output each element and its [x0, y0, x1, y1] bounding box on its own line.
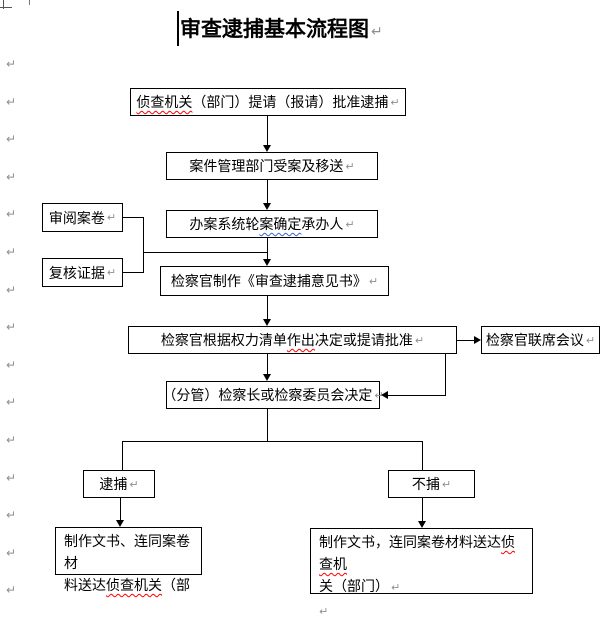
connector-branch-to-noarrest — [422, 441, 423, 470]
paragraph-mark-icon: ↵ — [6, 132, 17, 147]
paragraph-mark-icon: ↵ — [6, 169, 17, 184]
connector-bracket-to-mainflow — [143, 252, 267, 253]
connector-elbow-vertical — [445, 354, 446, 395]
page-corner-mark — [3, 0, 4, 9]
connector-casemgmt-to-assignment — [267, 180, 268, 204]
page-title: 审查逮捕基本流程图↵ — [180, 13, 383, 43]
node-label: （分管）检察长或检察委员会决定 — [162, 387, 373, 403]
node-label: 不捕 — [411, 476, 440, 492]
node-label: 决定或提请批准 — [314, 332, 413, 348]
connector-decision-to-chief — [267, 354, 268, 375]
arrowhead-down-icon — [263, 259, 271, 266]
flow-node-draft-opinion[interactable]: 检察官制作《审查逮捕意见书》↵ — [160, 266, 389, 296]
connector-decision-to-meeting — [457, 340, 476, 341]
paragraph-mark-icon: ↵ — [106, 212, 117, 224]
node-label: 办案系统轮 — [189, 216, 260, 232]
paragraph-mark-icon: ↵ — [368, 275, 379, 288]
arrowhead-left-icon — [381, 390, 388, 399]
node-label: （部门）提请（报请）批准逮捕 — [192, 94, 389, 110]
node-label: 承办人 — [301, 216, 344, 232]
node-label: 检察官根据权力清单 — [160, 332, 287, 348]
misspelled-text: 侦查机关 — [136, 94, 193, 110]
paragraph-mark-icon: ↵ — [345, 218, 355, 231]
node-label: 检察官制作《审查逮捕意见书》 — [170, 273, 367, 289]
flow-node-chief-decision[interactable]: （分管）检察长或检察委员会决定↵ — [162, 381, 384, 409]
paragraph-mark-icon: ↵ — [6, 357, 17, 372]
paragraph-mark-icon: ↵ — [390, 96, 400, 109]
paragraph-mark-icon: ↵ — [6, 320, 17, 335]
connector-assignment-to-opinion — [267, 238, 268, 260]
node-label: （部 — [162, 577, 190, 593]
paragraph-mark-icon: ↵ — [371, 23, 383, 39]
grammar-flagged-text: 案确定 — [259, 216, 302, 232]
paragraph-mark-icon: ↵ — [6, 244, 17, 259]
paragraph-mark-icon: ↵ — [6, 57, 17, 71]
flow-node-review-file[interactable]: 审阅案卷↵ — [42, 203, 123, 232]
paragraph-mark-icon: ↵ — [6, 395, 17, 410]
connector-chief-to-branch — [267, 409, 268, 441]
paragraph-mark-icon: ↵ — [6, 545, 17, 560]
node-label: 审阅案卷 — [48, 209, 105, 226]
flow-node-deliver-noarrest-docs[interactable]: 制作文书，连同案卷材料送达侦查机 关（部门）↵ ↵ — [310, 528, 533, 618]
node-label: 复核证据 — [48, 264, 105, 281]
paragraph-mark-icon: ↵ — [6, 282, 17, 297]
connector-request-to-casemgmt — [267, 116, 268, 146]
paragraph-mark-icon: ↵ — [6, 508, 17, 523]
page-title-text: 审查逮捕基本流程图 — [180, 18, 369, 41]
node-label: 制作文书、连同案卷材 — [64, 533, 190, 571]
connector-branch-to-arrest — [122, 441, 123, 470]
flow-node-arrest[interactable]: 逮捕↵ — [83, 470, 155, 498]
flow-node-joint-meeting[interactable]: 检察官联席会议↵ — [481, 326, 600, 354]
flow-node-case-assignment[interactable]: 办案系统轮案确定承办人↵ — [166, 210, 378, 238]
paragraph-mark-icon: ↵ — [345, 160, 355, 173]
arrowhead-down-icon — [418, 521, 426, 528]
page-corner-mark — [29, 0, 30, 5]
paragraph-mark-icon: ↵ — [6, 583, 17, 598]
misspelled-text: 侦查机关 — [106, 577, 162, 593]
margin-paragraph-marks: ↵ ↵ ↵ ↵ ↵ ↵ ↵ ↵ ↵ ↵ ↵ ↵ ↵ ↵ ↵ — [6, 46, 22, 610]
connector-branch-horizontal — [122, 441, 422, 442]
flow-node-verify-evidence[interactable]: 复核证据↵ — [42, 258, 123, 287]
paragraph-mark-icon: ↵ — [6, 94, 17, 109]
arrowhead-down-icon — [116, 520, 124, 527]
arrowhead-down-icon — [263, 145, 271, 152]
node-label: 料送达 — [64, 577, 106, 593]
arrowhead-down-icon — [263, 319, 271, 326]
node-label: 制作文书，连同案卷材料送达 — [319, 534, 501, 550]
text-cursor — [177, 11, 179, 46]
flow-node-no-arrest[interactable]: 不捕↵ — [388, 470, 475, 498]
misspelled-text: 侦查机 — [319, 534, 515, 572]
paragraph-mark-icon: ↵ — [585, 334, 596, 347]
flow-node-request-arrest[interactable]: 侦查机关（部门）提请（报请）批准逮捕↵ — [130, 88, 406, 116]
paragraph-mark-icon: ↵ — [129, 478, 139, 491]
node-label: 检察官联席会议 — [485, 332, 584, 348]
arrowhead-down-icon — [263, 203, 271, 210]
flow-node-case-management[interactable]: 案件管理部门受案及移送↵ — [166, 152, 378, 180]
paragraph-mark-icon: ↵ — [6, 207, 17, 222]
paragraph-mark-icon: ↵ — [374, 389, 384, 402]
connector-arrest-to-deliver — [120, 498, 121, 522]
connector-opinion-to-decision — [267, 296, 268, 320]
misspelled-text: 作出 — [286, 332, 315, 348]
page-corner-mark — [0, 7, 12, 8]
flow-node-deliver-arrest-docs[interactable]: 制作文书、连同案卷材 料送达侦查机关（部 — [55, 527, 202, 593]
paragraph-mark-icon: ↵ — [106, 267, 117, 279]
connector-bracket-vertical — [143, 217, 144, 273]
paragraph-mark-icon: ↵ — [441, 478, 452, 491]
paragraph-mark-icon: ↵ — [319, 606, 329, 618]
paragraph-mark-icon: ↵ — [414, 334, 425, 347]
node-label: 逮捕 — [99, 476, 128, 492]
paragraph-mark-icon: ↵ — [391, 582, 401, 594]
node-label: 关（部门） — [319, 578, 389, 594]
connector-noarrest-to-deliver — [422, 498, 423, 523]
paragraph-mark-icon: ↵ — [6, 470, 17, 485]
arrowhead-right-icon — [474, 335, 481, 344]
node-label: 案件管理部门受案及移送 — [189, 158, 344, 174]
connector-elbow-horizontal — [387, 395, 446, 396]
connector-reviewfile-stub — [123, 217, 143, 218]
paragraph-mark-icon: ↵ — [6, 432, 17, 447]
flow-node-prosecutor-decision[interactable]: 检察官根据权力清单作出决定或提请批准↵ — [128, 326, 457, 354]
arrowhead-down-icon — [263, 374, 271, 381]
connector-evidence-stub — [123, 272, 143, 273]
